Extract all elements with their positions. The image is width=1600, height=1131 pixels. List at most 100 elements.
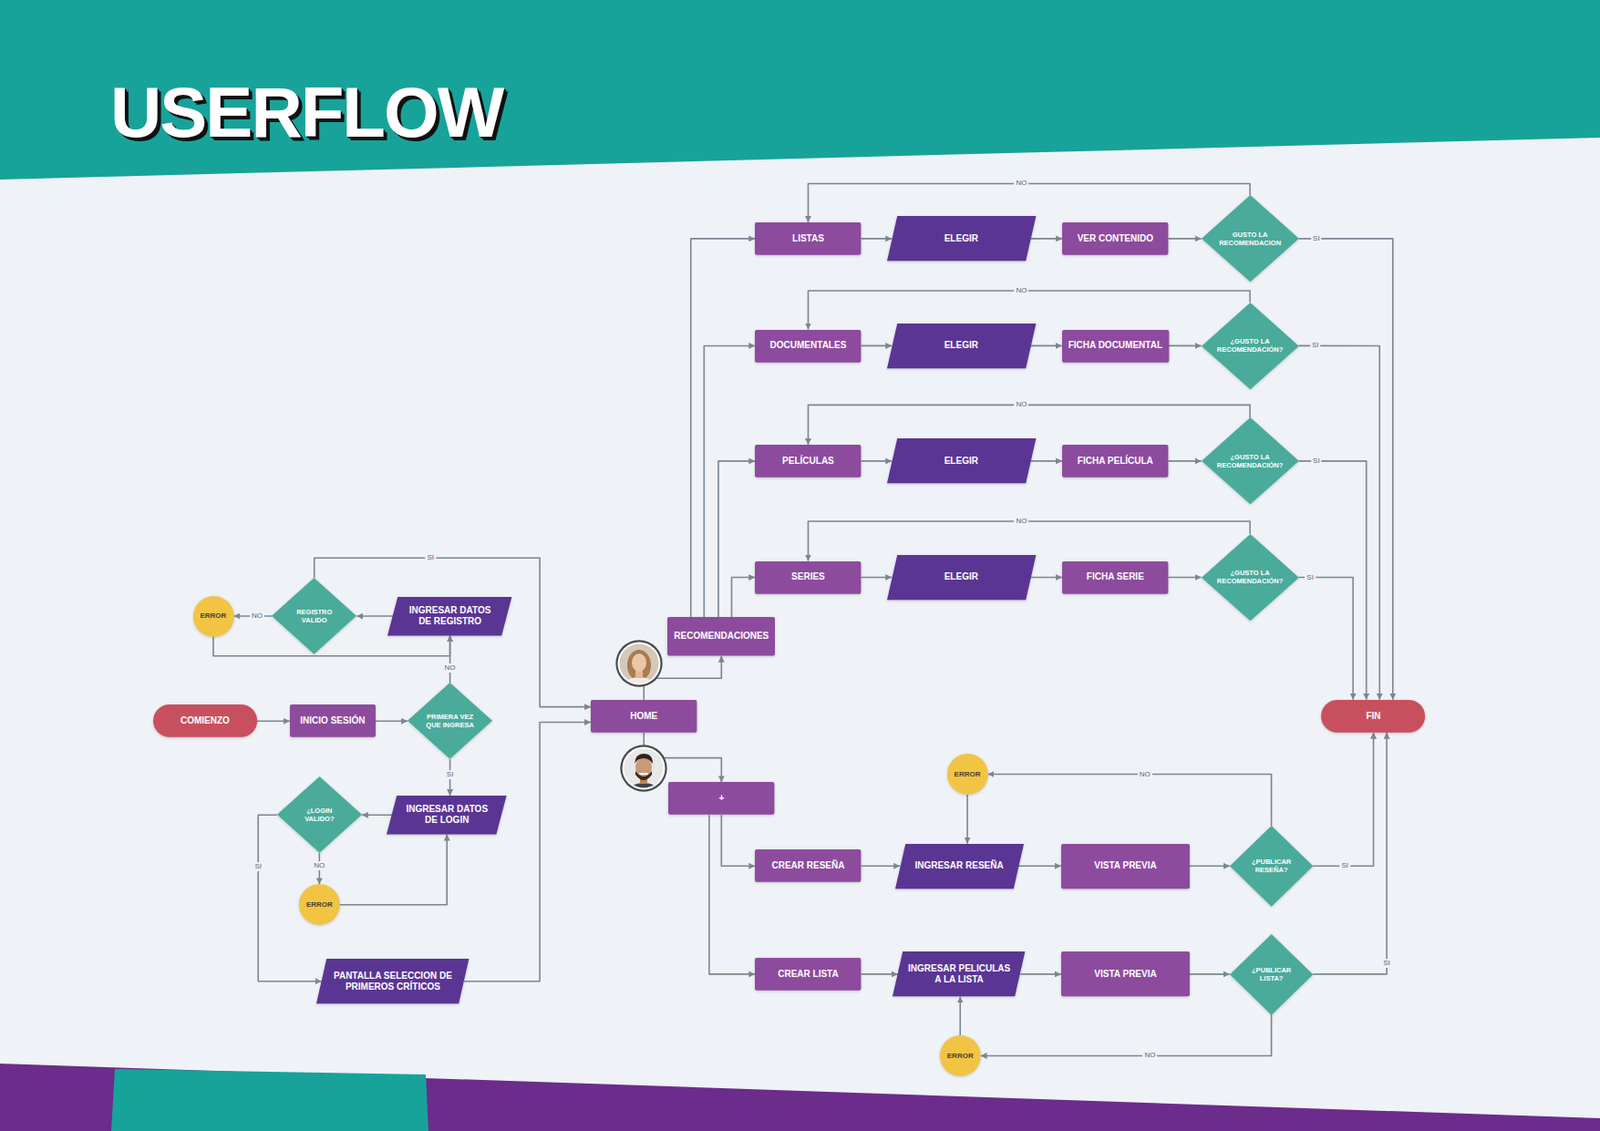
decision-diamond: ¿LOGIN VALIDO? [277, 776, 362, 854]
process-box: CREAR LISTA [754, 958, 861, 991]
process-box: + [668, 782, 775, 816]
parallelogram-shape [887, 323, 1036, 369]
connector-arrow [1168, 577, 1202, 579]
box-shape [754, 849, 861, 883]
connector-arrow [1298, 577, 1353, 700]
connector-arrow [861, 460, 893, 463]
decision-diamond: ¿PUBLICAR LISTA? [1229, 934, 1313, 1016]
box-shape [754, 330, 861, 363]
decision-diamond: ¿GUSTO LA RECOMENDACIÓN? [1201, 302, 1300, 390]
connector-arrow [1298, 238, 1393, 701]
connector-arrow [703, 345, 755, 618]
edge-label: NO [311, 861, 327, 871]
box-shape [754, 222, 861, 256]
process-box: VER CONTENIDO [1062, 222, 1168, 256]
input-parallelogram: INGRESAR DATOS DE REGISTRO [387, 597, 512, 637]
diamond-shape [1229, 934, 1313, 1016]
process-box: LISTAS [754, 222, 861, 256]
node-label: INGRESAR DATOS DE REGISTRO [402, 605, 499, 628]
input-parallelogram: ELEGIR [887, 216, 1036, 261]
node-label: + [718, 793, 724, 805]
error-circle: ERROR [939, 1035, 981, 1077]
footer-accent [111, 1069, 429, 1131]
node-label: PRIMERA VEZ QUE INGRESA [421, 712, 479, 730]
node-label: VISTA PREVIA [1094, 860, 1157, 872]
node-label: ELEGIR [944, 340, 979, 351]
node-label: ERROR [306, 900, 333, 910]
edge-label: SI [252, 862, 264, 872]
connector-arrow [732, 578, 756, 619]
connector-arrow [980, 1014, 1272, 1056]
box-shape [1062, 444, 1168, 478]
node-label: FICHA DOCUMENTAL [1068, 340, 1163, 351]
node-label: FIN [1365, 711, 1381, 723]
decision-diamond: PRIMERA VEZ QUE INGRESA [407, 682, 493, 760]
connector-arrow [1168, 460, 1202, 463]
node-label: CREAR RESEÑA [771, 860, 845, 872]
connector-arrow [1030, 345, 1062, 348]
decision-diamond: REGISTRO VALIDO [271, 578, 357, 655]
node-label: PANTALLA SELECCION DE PRIMEROS CRÍTICOS [330, 970, 455, 993]
node-label: SERIES [791, 571, 826, 583]
process-box: HOME [590, 700, 697, 733]
node-label: VER CONTENIDO [1077, 233, 1154, 245]
node-label: ¿GUSTO LA RECOMENDACIÓN? [1215, 568, 1284, 586]
terminal-pill: COMIENZO [153, 704, 258, 738]
box-shape [590, 700, 697, 733]
connector-arrow [1030, 237, 1063, 240]
box-shape [1062, 222, 1168, 256]
node-label: ERROR [947, 1052, 974, 1062]
diamond-shape [1201, 302, 1300, 390]
edge-label: SI [1339, 861, 1351, 871]
box-shape [668, 782, 775, 816]
connector-arrow [375, 721, 408, 723]
edge-label: NO [1013, 286, 1029, 296]
connector-arrow [959, 997, 961, 1037]
process-box: INICIO SESIÓN [289, 704, 376, 738]
diamond-shape [1229, 825, 1313, 908]
diamond-shape [277, 776, 362, 854]
process-box: FICHA SERIE [1062, 561, 1168, 595]
connector-arrow [1020, 973, 1062, 976]
footer-band [0, 1063, 1600, 1131]
process-box: VISTA PREVIA [1061, 951, 1190, 997]
parallelogram-shape [892, 951, 1025, 997]
connector-arrow [314, 557, 591, 707]
connector-arrow [1030, 577, 1063, 579]
decision-diamond: GUSTO LA RECOMENDACION [1201, 195, 1300, 282]
edge-label: SI [1310, 456, 1322, 466]
circle-shape [947, 753, 989, 795]
page-title: USERFLOW [110, 76, 503, 148]
node-label: ¿GUSTO LA RECOMENDACIÓN? [1215, 337, 1284, 354]
input-parallelogram: PANTALLA SELECCION DE PRIMEROS CRÍTICOS [316, 959, 469, 1004]
diamond-shape [271, 578, 357, 655]
node-label: ¿PUBLICAR RESEÑA? [1242, 857, 1301, 875]
connector-arrow [861, 973, 899, 976]
connector-arrow [861, 345, 893, 348]
avatar-woman [615, 640, 662, 692]
node-label: ERROR [199, 611, 227, 621]
process-box: CREAR RESEÑA [754, 849, 861, 883]
edge-label: SI [444, 770, 456, 780]
node-label: ELEGIR [944, 233, 979, 245]
terminal-pill: FIN [1321, 700, 1425, 733]
connector-arrow [1018, 865, 1062, 868]
connector-arrow [1030, 460, 1063, 463]
circle-shape [193, 596, 235, 638]
error-circle: ERROR [947, 753, 989, 795]
parallelogram-shape [887, 555, 1036, 600]
circle-shape [299, 884, 341, 926]
connector-arrow [356, 615, 393, 618]
edge-label: NO [443, 663, 458, 673]
node-label: HOME [629, 711, 658, 723]
node-label: REGISTRO VALIDO [285, 608, 343, 625]
diamond-shape [1201, 417, 1300, 505]
decision-diamond: ¿GUSTO LA RECOMENDACIÓN? [1201, 534, 1300, 621]
box-shape [754, 444, 861, 478]
decision-diamond: ¿GUSTO LA RECOMENDACIÓN? [1201, 417, 1300, 505]
connector-arrow [1312, 732, 1387, 975]
box-shape [754, 561, 861, 595]
circle-shape [939, 1035, 981, 1077]
